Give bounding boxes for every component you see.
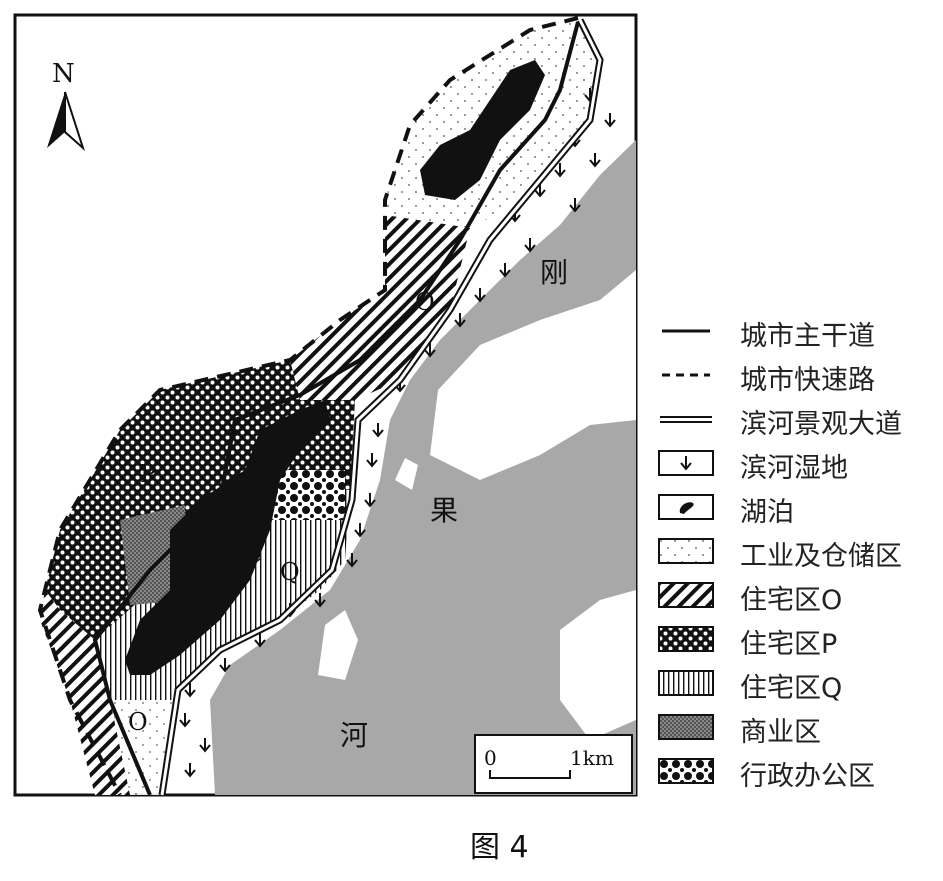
wetland-marker-icon <box>524 238 536 253</box>
scale-bar <box>489 770 571 779</box>
legend-label: 行政办公区 <box>740 761 875 792</box>
island-large <box>430 270 636 480</box>
legend-label: 住宅区Q <box>740 673 843 704</box>
main-road <box>92 21 580 796</box>
legend-label: 住宅区P <box>740 629 838 660</box>
zone-label-o-north: O <box>415 288 435 316</box>
legend-item: 城市快速路 <box>650 354 940 398</box>
river-char-3: 河 <box>340 719 368 752</box>
scale-end: 1km <box>570 746 614 770</box>
wetland-marker-icon <box>346 553 358 568</box>
wetland-marker-icon <box>364 493 376 508</box>
wetland-marker-icon <box>199 738 211 753</box>
legend-swatch-wetland-icon <box>658 450 714 476</box>
wetland-marker-icon <box>569 198 581 213</box>
wetland-marker-icon <box>554 163 566 178</box>
legend-item: 住宅区P <box>650 618 940 662</box>
legend-item: 湖泊 <box>650 486 940 530</box>
lake-north <box>420 60 545 200</box>
wetland-marker-icon <box>184 763 196 778</box>
admin-zone <box>265 470 345 520</box>
legend-swatch-lake-icon <box>658 494 714 520</box>
legend-label: 住宅区O <box>740 585 843 616</box>
legend-label: 城市主干道 <box>740 321 875 352</box>
wetland-marker-icon <box>184 683 196 698</box>
wetland-marker-icon <box>314 593 326 608</box>
legend-swatch-checker-icon <box>658 626 714 652</box>
island-small <box>395 458 418 490</box>
legend-item: 滨河湿地 <box>650 442 940 486</box>
residential-o-north <box>290 215 470 400</box>
wetland-marker-icon <box>474 288 486 303</box>
zone-label-o-south: O <box>128 708 148 736</box>
legend-item: 滨河景观大道 <box>650 398 940 442</box>
legend-swatch-double-line-icon <box>660 416 712 423</box>
wetland-marker-icon <box>179 713 191 728</box>
legend-label: 滨河湿地 <box>740 453 848 484</box>
legend-item: 住宅区Q <box>650 662 940 706</box>
legend-label: 商业区 <box>740 717 821 748</box>
legend-swatch-dots-icon <box>658 538 714 564</box>
legend-label: 城市快速路 <box>740 365 875 396</box>
wetland-marker-icon <box>372 423 384 438</box>
residential-o-south <box>40 590 130 795</box>
wetland-marker-icon <box>354 523 366 538</box>
wetland-marker-icon <box>219 658 231 673</box>
figure-caption: 图 4 <box>470 830 529 865</box>
legend-item: 行政办公区 <box>650 750 940 794</box>
wetland-marker-icon <box>254 633 266 648</box>
scale-start: 0 <box>484 746 497 770</box>
wetland-marker-icon <box>424 343 436 358</box>
legend-label: 工业及仓储区 <box>740 541 902 572</box>
legend-swatch-solid-line-icon <box>662 329 710 333</box>
legend-item: 住宅区O <box>650 574 940 618</box>
river-char-1: 刚 <box>540 256 568 289</box>
wetland-marker-icon <box>366 453 378 468</box>
wetland-marker-icon <box>589 153 601 168</box>
legend: 城市主干道城市快速路滨河景观大道滨河湿地湖泊工业及仓储区住宅区O 住宅区P 住宅区Q… <box>650 310 940 794</box>
legend-label: 滨河景观大道 <box>740 409 902 440</box>
wetland-marker-icon <box>499 263 511 278</box>
legend-label: 湖泊 <box>740 497 794 528</box>
legend-swatch-vertical-lines-icon <box>658 670 714 696</box>
river-char-2: 果 <box>430 494 458 527</box>
legend-swatch-dashed-line-icon <box>662 373 710 377</box>
zone-label-q: Q <box>280 558 300 586</box>
lake-south <box>125 400 330 675</box>
land-bottom-right <box>560 590 636 740</box>
legend-item: 商业区 <box>650 706 940 750</box>
legend-item: 工业及仓储区 <box>650 530 940 574</box>
north-arrow-icon <box>47 91 86 152</box>
river <box>210 140 636 795</box>
legend-swatch-dot-grid-icon <box>658 758 714 784</box>
island-middle <box>318 610 358 680</box>
legend-item: 城市主干道 <box>650 310 940 354</box>
legend-swatch-diagonal-hatch-icon <box>658 582 714 608</box>
scale-box <box>474 734 633 794</box>
north-label: N <box>52 59 75 89</box>
legend-swatch-fine-checker-icon <box>658 714 714 740</box>
wetland-marker-icon <box>604 113 616 128</box>
wetland-marker-icon <box>454 313 466 328</box>
zone-label-p: P <box>140 460 156 488</box>
